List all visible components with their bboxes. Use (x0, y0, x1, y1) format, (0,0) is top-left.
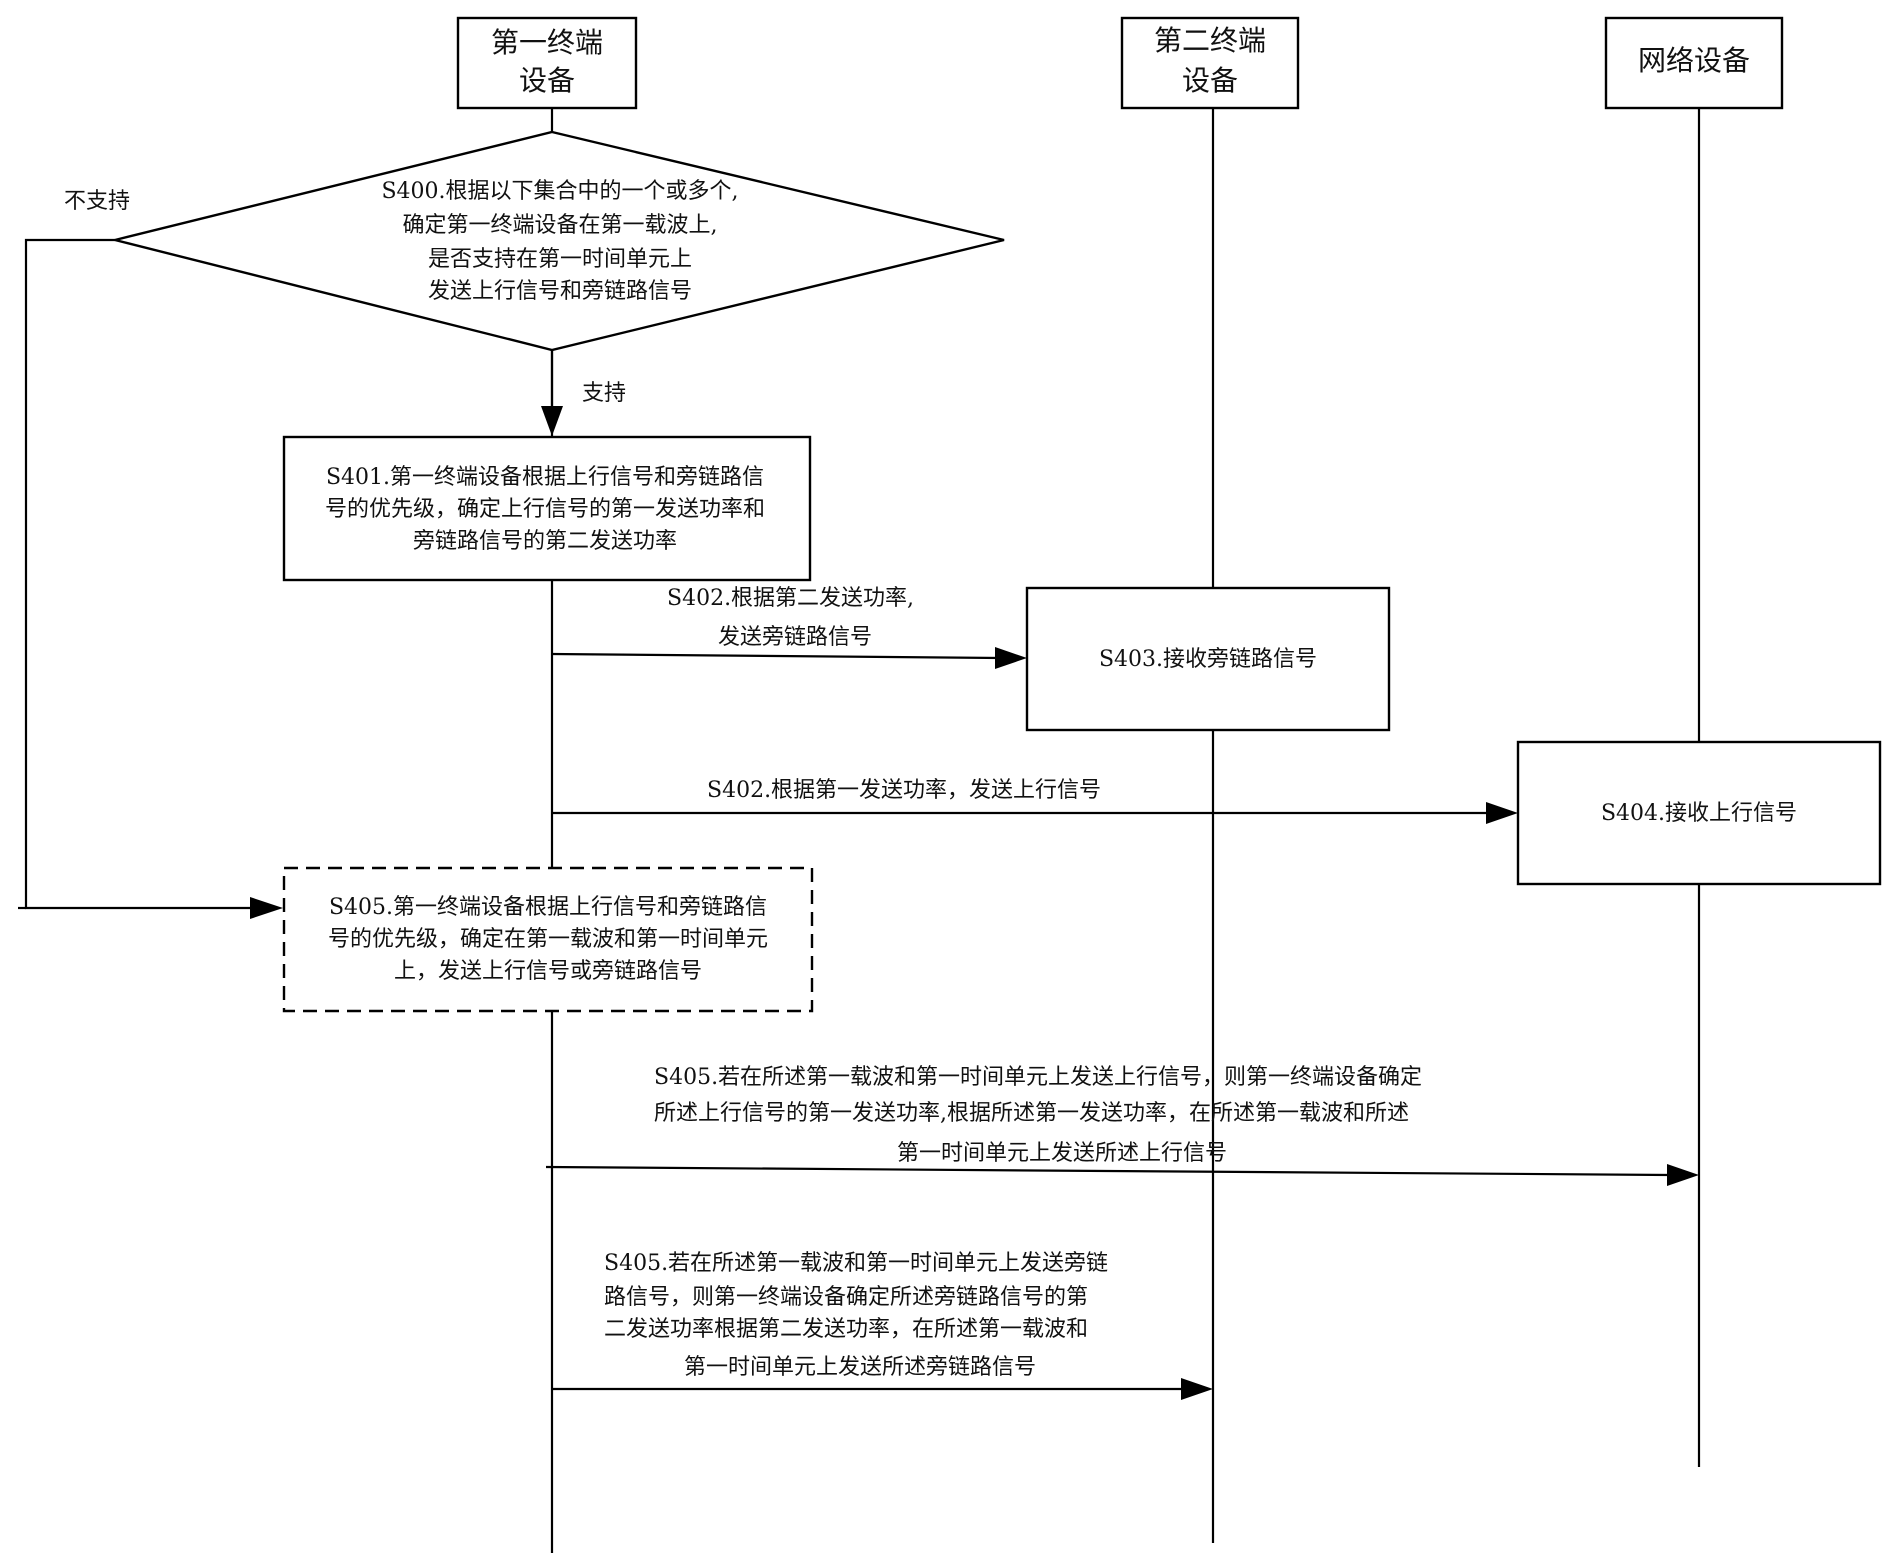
s405-uplink-label: S405.若在所述第一载波和第一时间单元上发送上行信号，则第一终端设备确定 (654, 1065, 1422, 1090)
participant-label: 网络设备 (1638, 44, 1750, 77)
s401-line: S401.第一终端设备根据上行信号和旁链路信 (326, 465, 764, 490)
arrowhead (1667, 1164, 1699, 1186)
arrowhead (1181, 1378, 1213, 1400)
s405-box: S405.第一终端设备根据上行信号和旁链路信 号的优先级，确定在第一载波和第一时… (282, 866, 814, 1013)
participant-label: 第二终端 (1154, 24, 1266, 57)
s400-decision: S400.根据以下集合中的一个或多个, 确定第一终端设备在第一载波上, 是否支持… (114, 130, 1005, 352)
not-supported-label: 不支持 (64, 189, 130, 214)
arrowhead (250, 897, 283, 919)
s402-uplink-label: S402.根据第一发送功率，发送上行信号 (707, 778, 1101, 803)
participant-network: 网络设备 (1604, 16, 1784, 110)
s405-sidelink-label: 第一时间单元上发送所述旁链路信号 (684, 1355, 1036, 1380)
arrowhead (1486, 802, 1518, 824)
s405-line: S405.第一终端设备根据上行信号和旁链路信 (329, 895, 767, 920)
s401-line: 号的优先级，确定上行信号的第一发送功率和 (325, 497, 765, 522)
s400-line: S400.根据以下集合中的一个或多个, (381, 179, 738, 204)
s405-sidelink-label: S405.若在所述第一载波和第一时间单元上发送旁链 (604, 1251, 1108, 1276)
s405-uplink-label: 第一时间单元上发送所述上行信号 (897, 1141, 1227, 1166)
participant-label: 设备 (519, 64, 575, 97)
s405-uplink-label: 所述上行信号的第一发送功率,根据所述第一发送功率，在所述第一载波和所述 (654, 1101, 1409, 1126)
s402-sidelink-label: S402.根据第二发送功率, (667, 586, 914, 611)
s400-line: 是否支持在第一时间单元上 (428, 247, 692, 272)
s405-sidelink-label: 二发送功率根据第二发送功率，在所述第一载波和 (604, 1317, 1088, 1342)
participant-label: 设备 (1182, 64, 1238, 97)
s404-box: S404.接收上行信号 (1516, 740, 1882, 886)
s403-box: S403.接收旁链路信号 (1025, 586, 1391, 732)
not-supported-path (24, 238, 254, 910)
s405-sidelink-label: 路信号，则第一终端设备确定所述旁链路信号的第 (604, 1285, 1088, 1310)
s402-sidelink-arrow (551, 652, 1001, 660)
s405-line: 号的优先级，确定在第一载波和第一时间单元 (328, 927, 768, 952)
s401-box: S401.第一终端设备根据上行信号和旁链路信 号的优先级，确定上行信号的第一发送… (282, 435, 812, 582)
s403-label: S403.接收旁链路信号 (1099, 647, 1317, 672)
participant-terminal1: 第一终端 设备 (456, 16, 638, 110)
participant-label: 第一终端 (491, 26, 603, 59)
supported-label: 支持 (582, 381, 626, 406)
s402-sidelink-label: 发送旁链路信号 (718, 625, 872, 650)
arrowhead (541, 406, 563, 436)
s405-uplink-arrow (545, 1165, 1673, 1177)
s400-line: 发送上行信号和旁链路信号 (428, 279, 692, 304)
participant-terminal2: 第二终端 设备 (1120, 16, 1300, 110)
s404-label: S404.接收上行信号 (1601, 801, 1797, 826)
arrowhead (995, 647, 1027, 669)
s401-line: 旁链路信号的第二发送功率 (413, 529, 677, 554)
s400-line: 确定第一终端设备在第一载波上, (403, 213, 718, 238)
s405-line: 上，发送上行信号或旁链路信号 (394, 959, 702, 984)
